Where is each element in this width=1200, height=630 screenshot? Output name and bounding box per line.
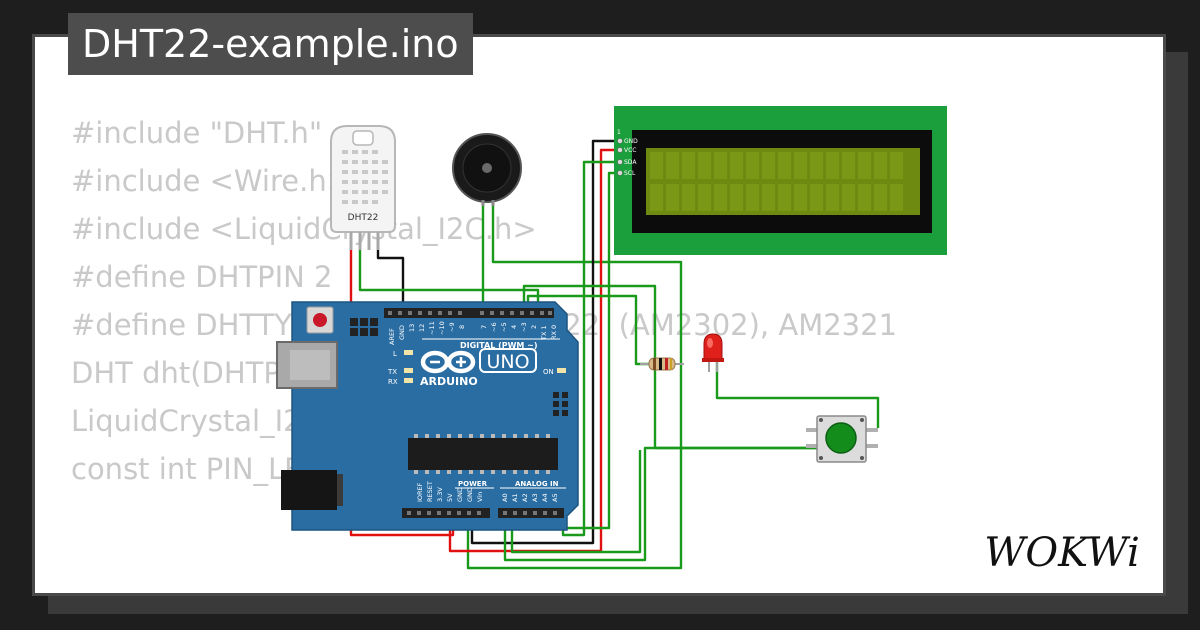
code-line: #define DHTPIN 2 — [71, 260, 333, 294]
pin-label: A4 — [541, 493, 549, 502]
pin-label: Vin — [476, 492, 484, 502]
pin-label: GND — [466, 487, 474, 502]
power-header — [402, 508, 490, 518]
pin-label: 7 — [480, 325, 488, 329]
svg-text:WOKWi: WOKWi — [984, 530, 1140, 576]
digital-label: DIGITAL (PWM ~) — [460, 341, 538, 350]
wire-dht-data — [358, 250, 540, 310]
pin-label: TX 1 — [540, 325, 548, 341]
preview-card: #include "DHT.h"#include <Wire.h>#includ… — [32, 34, 1166, 596]
lcd-pin-sda: SDA — [624, 159, 637, 166]
pin-label: A5 — [551, 493, 559, 502]
analog-header — [498, 508, 564, 518]
board-model: UNO — [486, 351, 529, 373]
power-label: POWER — [458, 480, 488, 488]
pin-label: A3 — [531, 493, 539, 502]
push-button[interactable] — [806, 415, 878, 463]
pin-label: 3.3V — [436, 487, 444, 502]
lcd-display[interactable]: 1 GND VCC SDA SCL — [614, 106, 947, 255]
lcd-pin-scl: SCL — [624, 170, 636, 177]
pin-label: 5V — [446, 493, 454, 502]
pin-label: A2 — [521, 493, 529, 502]
lcd-pin1-label: 1 — [617, 129, 621, 136]
resistor[interactable] — [640, 357, 684, 371]
lcd-character-grid — [650, 152, 903, 211]
wire-buzzer-neg — [466, 198, 683, 570]
pin-label: ~11 — [428, 321, 436, 335]
pin-label: ~9 — [448, 322, 456, 332]
pin-label: ~10 — [438, 321, 446, 335]
pin-label: 8 — [458, 325, 466, 329]
code-line: #include <Wire.h> — [71, 164, 352, 198]
wire-button-a0 — [503, 446, 818, 562]
analog-label: ANALOG IN — [515, 480, 559, 488]
buzzer[interactable] — [452, 133, 522, 206]
pin-label: ~3 — [520, 322, 528, 332]
led-label-l: L — [393, 350, 397, 358]
wire-led-button — [715, 355, 880, 428]
pin-label: IOREF — [416, 482, 424, 502]
page-title: DHT22-example.ino — [68, 13, 473, 75]
pin-label: A1 — [511, 493, 519, 502]
pin-label: GND — [456, 487, 464, 502]
wire-lcd-gnd — [470, 139, 621, 545]
dht22-label: DHT22 — [348, 213, 379, 223]
wire-analog-a1 — [510, 450, 642, 554]
pin-label: 13 — [408, 324, 416, 332]
board-brand: ARDUINO — [420, 375, 478, 388]
microcontroller-chip — [408, 438, 558, 470]
wokwi-logo: WOKWi — [984, 530, 1140, 576]
pin-label: 2 — [530, 325, 538, 329]
pin-label: GND — [398, 325, 406, 340]
red-led[interactable] — [702, 333, 724, 372]
pin-label: 12 — [418, 324, 426, 332]
digital-header — [384, 308, 554, 318]
arduino-uno[interactable]: AREF GND 13 12 ~11 ~10 ~9 8 7 ~6 ~5 4 ~3… — [276, 301, 579, 531]
wire-dht-gnd — [376, 250, 405, 310]
pin-label: ~6 — [490, 322, 498, 332]
arduino-logo — [420, 350, 476, 374]
led-label-rx: RX — [388, 378, 398, 386]
pin-label: RX 0 — [550, 325, 558, 340]
code-line: #include "DHT.h" — [71, 116, 323, 150]
pin-label: RESET — [426, 481, 434, 502]
lcd-pin-gnd: GND — [624, 138, 638, 145]
pin-label: A0 — [501, 493, 509, 502]
on-label: ON — [543, 368, 554, 376]
dht22-sensor[interactable]: DHT22 — [330, 125, 396, 250]
pin-label: 4 — [510, 325, 518, 329]
pin-label: ~5 — [500, 322, 508, 332]
dht22-grille — [342, 150, 388, 204]
led-label-tx: TX — [387, 368, 397, 376]
pin-label: AREF — [388, 328, 396, 345]
lcd-pin-vcc: VCC — [624, 147, 636, 154]
power-jack — [281, 470, 337, 510]
